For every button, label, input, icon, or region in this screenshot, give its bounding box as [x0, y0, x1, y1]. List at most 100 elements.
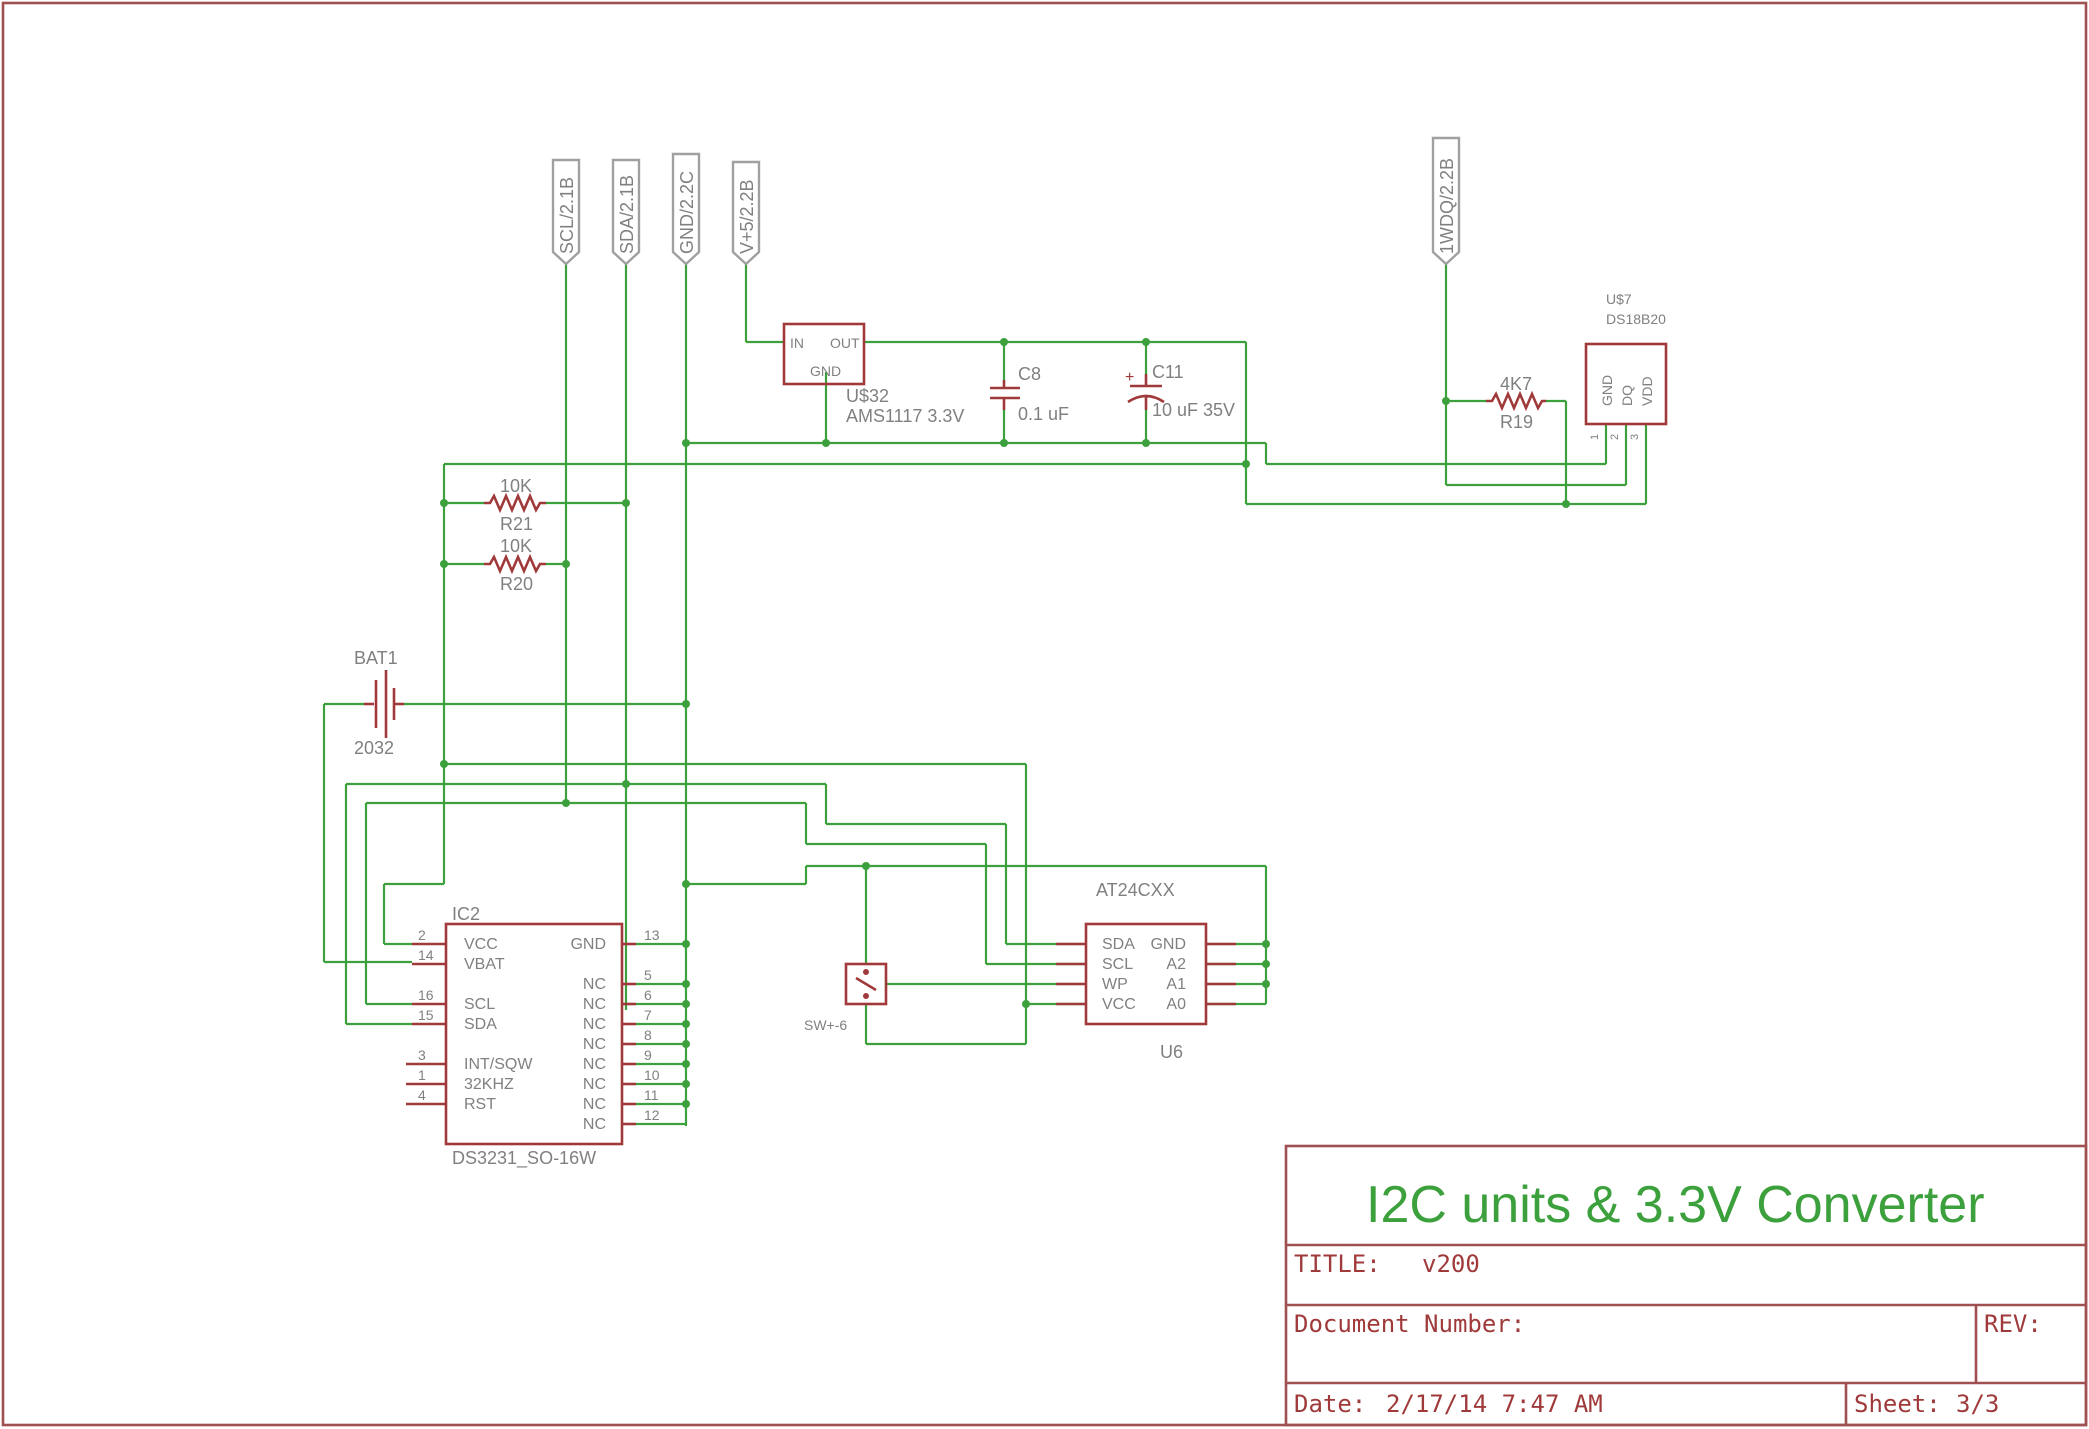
ic2-pin-name: NC	[583, 996, 606, 1013]
c8-value: 0.1 uF	[1018, 404, 1069, 424]
r21-value: 10K	[500, 476, 532, 496]
sheet-value: 3/3	[1956, 1390, 1999, 1418]
sheet-label: Sheet:	[1854, 1390, 1941, 1418]
ic2-pin-number: 1	[418, 1067, 426, 1083]
eeprom-pin-name: A1	[1166, 976, 1186, 993]
ic2-pin-number: 2	[418, 927, 426, 943]
resistor-r21: 10K R21	[484, 476, 546, 534]
date-label: Date:	[1294, 1390, 1366, 1418]
ic2-pin-number: 6	[644, 987, 652, 1003]
eeprom-pin-name: WP	[1102, 976, 1128, 993]
c11-ref: C11	[1152, 362, 1184, 382]
ic2-pin-number: 10	[644, 1067, 660, 1083]
port-onewire: 1WDQ/2.2B	[1431, 136, 1461, 266]
ic2-pin-number: 8	[644, 1027, 652, 1043]
sensor-pin-num-2: 2	[1609, 434, 1621, 440]
eeprom-pin-name: A2	[1166, 956, 1186, 973]
ic2-pin-number: 14	[418, 947, 434, 963]
port-sda-label: SDA/2.1B	[617, 175, 637, 254]
eeprom-pin-name: SCL	[1102, 956, 1133, 973]
port-scl: SCL/2.1B	[551, 158, 581, 266]
ic2-pin-number: 3	[418, 1047, 426, 1063]
ic2-pin-number: 16	[418, 987, 434, 1003]
capacitor-c11: + C11 10 uF 35V	[1125, 362, 1235, 420]
ic2-ds3231: IC2 DS3231_SO-16W 2VCC14VBAT16SCL15SDA3I…	[406, 904, 660, 1169]
sensor-pin-num-3: 3	[1629, 434, 1641, 440]
regulator-u32: IN OUT GND U$32 AMS1117 3.3V	[782, 322, 964, 426]
sensor-pin-vdd: VDD	[1639, 376, 1655, 406]
port-sda: SDA/2.1B	[611, 158, 641, 266]
port-onewire-label: 1WDQ/2.2B	[1437, 158, 1457, 254]
sensor-pin-num-1: 1	[1589, 434, 1601, 440]
title-heading: I2C units & 3.3V Converter	[1366, 1176, 1985, 1234]
battery-bat1: BAT1 2032	[354, 648, 404, 758]
resistor-r19: 4K7 R19	[1486, 374, 1546, 432]
r19-value: 4K7	[1500, 374, 1532, 394]
ic2-pin-number: 7	[644, 1007, 652, 1023]
port-scl-label: SCL/2.1B	[557, 177, 577, 254]
eeprom-pin-name: A0	[1166, 996, 1186, 1013]
port-gnd: GND/2.2C	[671, 152, 701, 266]
sensor-pin-gnd: GND	[1599, 375, 1615, 406]
wires	[322, 262, 1648, 1126]
ic2-pin-name: NC	[583, 1056, 606, 1073]
bat1-value: 2032	[354, 738, 394, 758]
ic2-ref: IC2	[452, 904, 480, 924]
ic2-pin-name: NC	[583, 1116, 606, 1133]
eeprom-ref: U6	[1160, 1042, 1183, 1062]
ic2-pin-name: VBAT	[464, 956, 505, 973]
switch-sw6: SW+-6	[804, 962, 888, 1033]
capacitor-c8: C8 0.1 uF	[990, 364, 1069, 424]
r19-ref: R19	[1500, 412, 1533, 432]
eeprom-pin-name: GND	[1150, 936, 1186, 953]
eeprom-pin-name: VCC	[1102, 996, 1136, 1013]
ic2-pin-name: NC	[583, 1036, 606, 1053]
ic2-pin-name: GND	[570, 936, 606, 953]
port-v5-label: V+5/2.2B	[737, 179, 757, 254]
eeprom-value: AT24CXX	[1096, 880, 1175, 900]
regulator-gnd-pin: GND	[810, 363, 841, 379]
date-value: 2/17/14 7:47 AM	[1386, 1390, 1603, 1418]
ic2-value: DS3231_SO-16W	[452, 1148, 596, 1169]
ic2-pin-name: NC	[583, 976, 606, 993]
switch-ref: SW+-6	[804, 1017, 847, 1033]
bat1-ref: BAT1	[354, 648, 398, 668]
ic2-pin-number: 5	[644, 967, 652, 983]
document-number-label: Document Number:	[1294, 1310, 1525, 1338]
sensor-ref: U$7	[1606, 291, 1632, 307]
ic2-pin-number: 9	[644, 1047, 652, 1063]
regulator-value: AMS1117 3.3V	[846, 406, 964, 426]
port-v5: V+5/2.2B	[731, 160, 761, 266]
sensor-pin-dq: DQ	[1619, 385, 1635, 406]
rev-label: REV:	[1984, 1310, 2042, 1338]
regulator-in-pin: IN	[790, 335, 804, 351]
title-label: TITLE:	[1294, 1250, 1381, 1278]
sensor-ds18b20: U$7 DS18B20 GND DQ VDD 1 2 3	[1584, 291, 1668, 440]
ic2-pin-number: 13	[644, 927, 660, 943]
title-value: v200	[1422, 1250, 1480, 1278]
ic2-pins: 2VCC14VBAT16SCL15SDA3INT/SQW132KHZ4RST13…	[406, 927, 660, 1133]
ic2-pin-name: SDA	[464, 1016, 497, 1033]
regulator-ref: U$32	[846, 386, 889, 406]
junctions	[440, 338, 1570, 1108]
ic2-pin-number: 12	[644, 1107, 660, 1123]
title-block: I2C units & 3.3V Converter TITLE: v200 D…	[1284, 1144, 2088, 1427]
ic2-pin-name: VCC	[464, 936, 498, 953]
c11-value: 10 uF 35V	[1152, 400, 1235, 420]
ic2-pin-name: NC	[583, 1096, 606, 1113]
c11-polarity: +	[1125, 369, 1134, 386]
ic2-pin-name: SCL	[464, 996, 495, 1013]
eeprom-pin-name: SDA	[1102, 936, 1135, 953]
ic2-pin-number: 15	[418, 1007, 434, 1023]
r21-ref: R21	[500, 514, 533, 534]
r20-ref: R20	[500, 574, 533, 594]
ic2-pin-name: RST	[464, 1096, 496, 1113]
r20-value: 10K	[500, 536, 532, 556]
ic2-pin-name: NC	[583, 1076, 606, 1093]
ic2-pin-name: NC	[583, 1016, 606, 1033]
sensor-value: DS18B20	[1606, 311, 1666, 327]
